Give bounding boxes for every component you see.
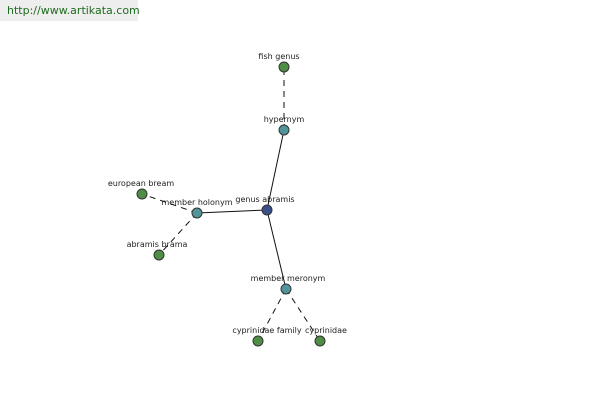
node-label-abramis-brama: abramis brama <box>127 240 188 249</box>
source-link[interactable]: http://www.artikata.com <box>7 4 140 17</box>
node-label-member-holonym: member holonym <box>161 198 232 207</box>
node-cyprinidae-family[interactable] <box>252 335 264 347</box>
node-genus-abramis[interactable] <box>261 204 273 216</box>
node-label-member-meronym: member meronym <box>251 274 326 283</box>
node-label-fish-genus: fish genus <box>258 52 299 61</box>
edge-genus-abramis-to-hypernym <box>266 129 285 211</box>
edge-genus-abramis-to-member-meronym <box>266 209 287 290</box>
edge-member-meronym-to-cyprinidae-family <box>257 288 287 342</box>
node-member-meronym[interactable] <box>280 283 292 295</box>
node-european-bream[interactable] <box>136 188 148 200</box>
node-abramis-brama[interactable] <box>153 249 165 261</box>
labels-layer: genus abramis hypernym fish genus member ho… <box>108 52 347 335</box>
node-label-cyprinidae-family: cyprinidae family <box>232 326 301 335</box>
nodes-layer <box>136 61 326 347</box>
edge-member-holonym-to-abramis-brama <box>158 212 198 256</box>
edges-layer <box>141 67 321 342</box>
edge-genus-abramis-to-member-holonym <box>196 209 268 214</box>
node-label-european-bream: european bream <box>108 179 175 188</box>
node-label-genus-abramis: genus abramis <box>235 195 294 204</box>
node-label-hypernym: hypernym <box>264 115 305 124</box>
source-banner: http://www.artikata.com <box>0 0 140 21</box>
node-cyprinidae[interactable] <box>314 335 326 347</box>
node-fish-genus[interactable] <box>278 61 290 73</box>
node-member-holonym[interactable] <box>191 207 203 219</box>
node-hypernym[interactable] <box>278 124 290 136</box>
edge-member-holonym-to-european-bream <box>141 193 198 214</box>
node-label-cyprinidae: cyprinidae <box>305 326 347 335</box>
